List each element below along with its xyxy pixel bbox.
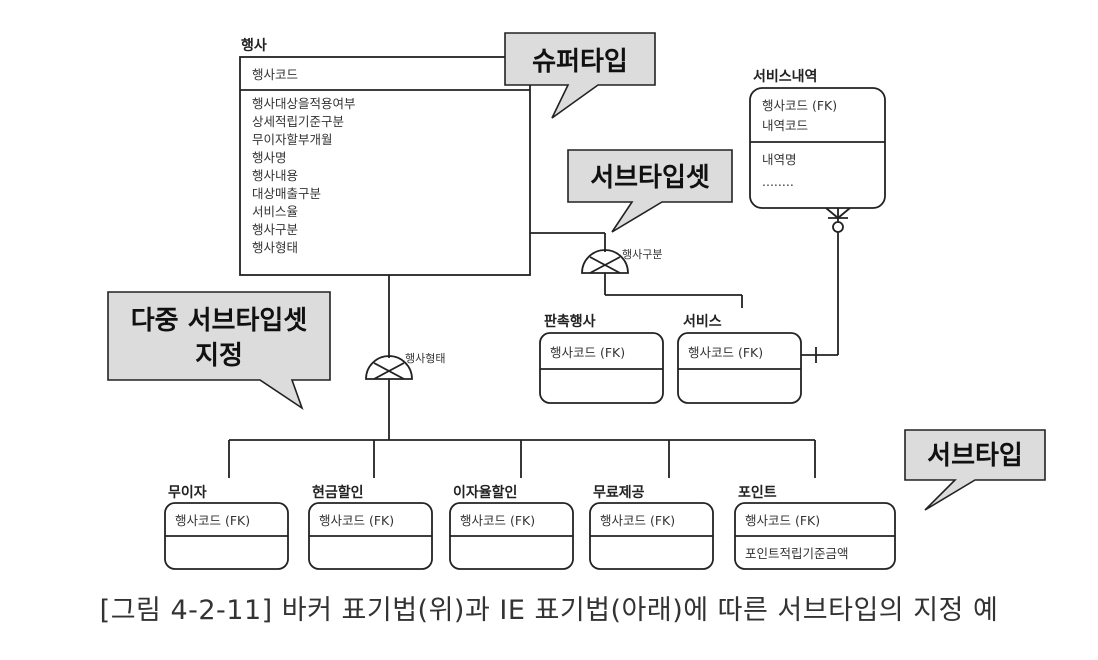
- subtype-title: 포인트: [738, 484, 777, 501]
- subtype-entity-no-interest: 행사코드 (FK): [164, 502, 289, 570]
- callout-multi-subtype-set: 다중 서브타입셋 지정: [107, 291, 331, 411]
- supertype-title: 행사: [241, 38, 267, 54]
- service-detail-key: 내역코드: [762, 118, 808, 133]
- supertype-pk: 행사코드: [252, 67, 298, 82]
- subtype-title: 서비스: [683, 314, 722, 330]
- callout-subtype-set-text: 서브타입셋: [590, 163, 710, 193]
- subtype-key: 행사코드 (FK): [319, 513, 394, 528]
- supertype-attr: 행사대상을적용여부: [252, 96, 356, 111]
- subtype-entity-service: 행사코드 (FK): [677, 332, 802, 404]
- supertype-attr: 행사명: [252, 150, 287, 165]
- callout-subtype-text: 서브타입: [927, 441, 1023, 471]
- supertype-attr: 행사내용: [252, 168, 298, 183]
- supertype-attr: 행사구분: [252, 222, 298, 237]
- subtype-attr: 포인트적립기준금액: [745, 546, 849, 561]
- relationship-service-to-detail: [801, 207, 851, 363]
- callout-subtype: 서브타입: [904, 429, 1046, 511]
- subtype-key: 행사코드 (FK): [688, 345, 763, 360]
- subtype-key: 행사코드 (FK): [460, 513, 535, 528]
- subtype-title: 이자율할인: [453, 484, 517, 501]
- service-detail-entity: 행사코드 (FK) 내역코드 내역명 ........: [749, 87, 886, 209]
- subtype-connector-right: [530, 232, 743, 308]
- figure-caption: [그림 4-2-11] 바커 표기법(위)과 IE 표기법(아래)에 따른 서브…: [99, 595, 999, 626]
- subtype-title: 판촉행사: [544, 314, 596, 330]
- service-detail-attr: 내역명: [762, 152, 797, 167]
- supertype-entity: 행사코드 행사대상을적용여부 상세적립기준구분 무이자할부개월 행사명 행사내용…: [239, 56, 531, 276]
- supertype-attr: 서비스율: [252, 204, 298, 219]
- callout-supertype: 슈퍼타입: [504, 32, 656, 119]
- service-detail-key: 행사코드 (FK): [762, 98, 837, 113]
- supertype-attr: 행사형태: [252, 240, 298, 255]
- subtype-entity-free: 행사코드 (FK): [589, 502, 714, 570]
- callout-supertype-text: 슈퍼타입: [532, 47, 628, 77]
- subtype-entity-point: 행사코드 (FK) 포인트적립기준금액: [734, 502, 896, 570]
- subtype-entity-promotion: 행사코드 (FK): [539, 332, 664, 404]
- subtype-key: 행사코드 (FK): [745, 513, 820, 528]
- supertype-attr: 상세적립기준구분: [252, 114, 344, 129]
- discriminator-label-bottom: 행사형태: [405, 352, 445, 365]
- subtype-connector-bottom: [228, 275, 816, 478]
- subtype-key: 행사코드 (FK): [175, 513, 250, 528]
- subtype-key: 행사코드 (FK): [600, 513, 675, 528]
- subtype-entity-cash-discount: 행사코드 (FK): [308, 502, 433, 570]
- subtype-title: 무이자: [168, 484, 207, 501]
- callout-multi-line2: 지정: [195, 341, 243, 371]
- service-detail-attr: ........: [762, 174, 794, 189]
- subtype-title: 무료제공: [593, 485, 645, 501]
- callout-subtype-set: 서브타입셋: [567, 149, 733, 233]
- supertype-attr: 무이자할부개월: [252, 132, 333, 147]
- supertype-attr: 대상매출구분: [252, 186, 321, 201]
- callout-multi-line1: 다중 서브타입셋: [131, 306, 308, 336]
- service-detail-title: 서비스내역: [753, 68, 817, 85]
- subtype-key: 행사코드 (FK): [550, 345, 625, 360]
- subtype-entity-rate-discount: 행사코드 (FK): [449, 502, 574, 570]
- discriminator-label-right: 행사구분: [622, 248, 662, 261]
- subtype-title: 현금할인: [312, 484, 364, 501]
